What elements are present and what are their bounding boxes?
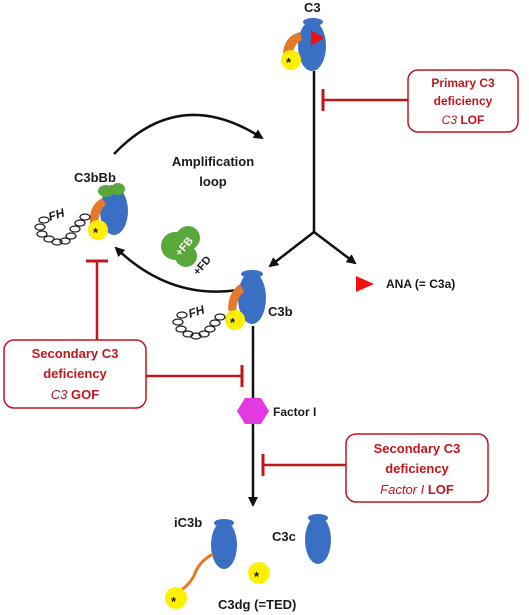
fh-left-label: FH — [47, 205, 67, 223]
c3dg-label: C3dg (=TED) — [218, 597, 296, 612]
c3-protein-icon — [281, 18, 326, 71]
amplification-loop-arrow-bottom — [114, 246, 239, 293]
arrow-to-c3b — [268, 231, 315, 268]
c3b-protein-icon — [225, 270, 266, 330]
gof-box-line1: Secondary C3 — [32, 346, 119, 361]
c3dg-icon — [248, 562, 270, 584]
factor-h-chain-center-icon — [172, 311, 226, 340]
c3b-label: C3b — [268, 304, 293, 319]
c3-star: * — [286, 55, 292, 70]
amplification-label-1: Amplification — [172, 154, 254, 169]
c3bbb-label: C3bBb — [74, 170, 116, 185]
primary-box-line3: C3 LOF — [442, 113, 485, 127]
ic3b-star: * — [171, 594, 177, 609]
ic3b-protein-icon — [165, 519, 237, 609]
ana-label: ANA (= C3a) — [386, 277, 455, 291]
c3dg-star: * — [254, 569, 260, 584]
amplification-label-2: loop — [199, 174, 226, 189]
c3c-label: C3c — [272, 529, 296, 544]
primary-c3-deficiency-box — [407, 69, 519, 133]
ana-icon — [356, 276, 374, 292]
primary-box-line2: deficiency — [434, 94, 493, 108]
factor-i-icon — [237, 398, 269, 424]
factor-i-box-line2: deficiency — [385, 461, 449, 476]
c3b-star: * — [230, 315, 236, 330]
factor-i-box-line3: Factor I LOF — [380, 482, 454, 497]
factor-b-icon — [161, 226, 200, 267]
ic3b-label: iC3b — [174, 515, 202, 530]
gof-box-line2: deficiency — [43, 366, 107, 381]
gof-box-line3: C3 GOF — [51, 387, 99, 402]
c3-label: C3 — [304, 0, 321, 15]
secondary-c3-gof-box — [3, 339, 147, 409]
c3c-protein-icon — [305, 514, 331, 564]
primary-box-line1: Primary C3 — [431, 76, 495, 90]
fh-center-label: FH — [187, 302, 207, 320]
factor-h-chain-left-icon — [34, 213, 91, 246]
factor-i-label: Factor I — [273, 405, 316, 419]
amplification-loop-arrow-top — [113, 113, 264, 155]
c3bbb-protein-icon — [88, 183, 128, 240]
arrow-to-ana — [313, 231, 357, 265]
secondary-factor-i-box — [345, 433, 489, 503]
factor-i-box-line1: Secondary C3 — [374, 441, 461, 456]
c3bbb-star: * — [93, 225, 99, 240]
